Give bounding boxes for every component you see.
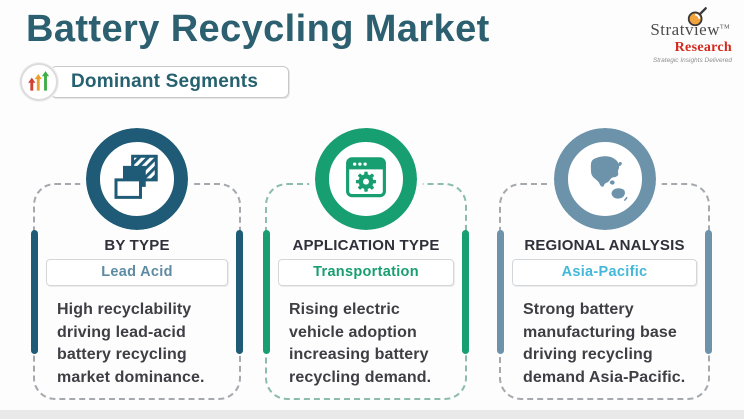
card-description: Rising electric vehicle adoption increas… xyxy=(289,301,432,386)
section-badge-label: Dominant Segments xyxy=(71,71,259,92)
card-value: Asia-Pacific xyxy=(561,264,648,280)
section-badge: Dominant Segments xyxy=(20,63,290,101)
app-window-gear-icon xyxy=(346,157,386,198)
card-value-box: Asia-Pacific xyxy=(512,259,697,286)
accent-bar-right xyxy=(236,230,243,354)
logo-division: Research xyxy=(674,40,732,55)
stratview-logo: StratviewTM Research Strategic Insights … xyxy=(620,4,732,64)
logo-name: StratviewTM xyxy=(650,20,730,39)
card-description: High recyclability driving lead-acid bat… xyxy=(57,301,205,386)
card-category: APPLICATION TYPE xyxy=(292,237,440,254)
bottom-strip xyxy=(0,410,744,419)
asia-pacific-map-icon xyxy=(590,156,628,201)
card-regional-analysis: REGIONAL ANALYSIS Asia-Pacific Strong ba… xyxy=(497,122,712,400)
page-title: Battery Recycling Market xyxy=(26,8,490,50)
accent-bar-left xyxy=(497,230,504,354)
card-value-box: Lead Acid xyxy=(46,259,228,286)
layers-icon xyxy=(114,154,158,199)
accent-bar-left xyxy=(31,230,38,354)
trademark-mark: TM xyxy=(720,24,730,31)
card-application-type: APPLICATION TYPE Transportation Rising e… xyxy=(263,122,469,400)
accent-bar-left xyxy=(263,230,270,354)
logo-tagline: Strategic Insights Delivered xyxy=(652,57,732,64)
card-category: BY TYPE xyxy=(104,237,170,254)
card-icon-circle xyxy=(309,122,423,236)
magnifier-icon xyxy=(687,7,707,27)
card-description: Strong battery manufacturing base drivin… xyxy=(523,301,686,386)
card-icon-circle xyxy=(547,122,662,236)
accent-bar-right xyxy=(705,230,712,354)
card-icon-circle xyxy=(80,122,194,236)
card-category: REGIONAL ANALYSIS xyxy=(524,237,685,254)
card-value: Transportation xyxy=(313,264,419,280)
growth-arrows-icon xyxy=(20,63,58,101)
card-value-box: Transportation xyxy=(278,259,454,286)
card-value: Lead Acid xyxy=(101,264,173,280)
accent-bar-right xyxy=(462,230,469,354)
section-badge-pill: Dominant Segments xyxy=(50,66,290,98)
card-by-type: BY TYPE Lead Acid High recyclability dri… xyxy=(31,122,243,400)
